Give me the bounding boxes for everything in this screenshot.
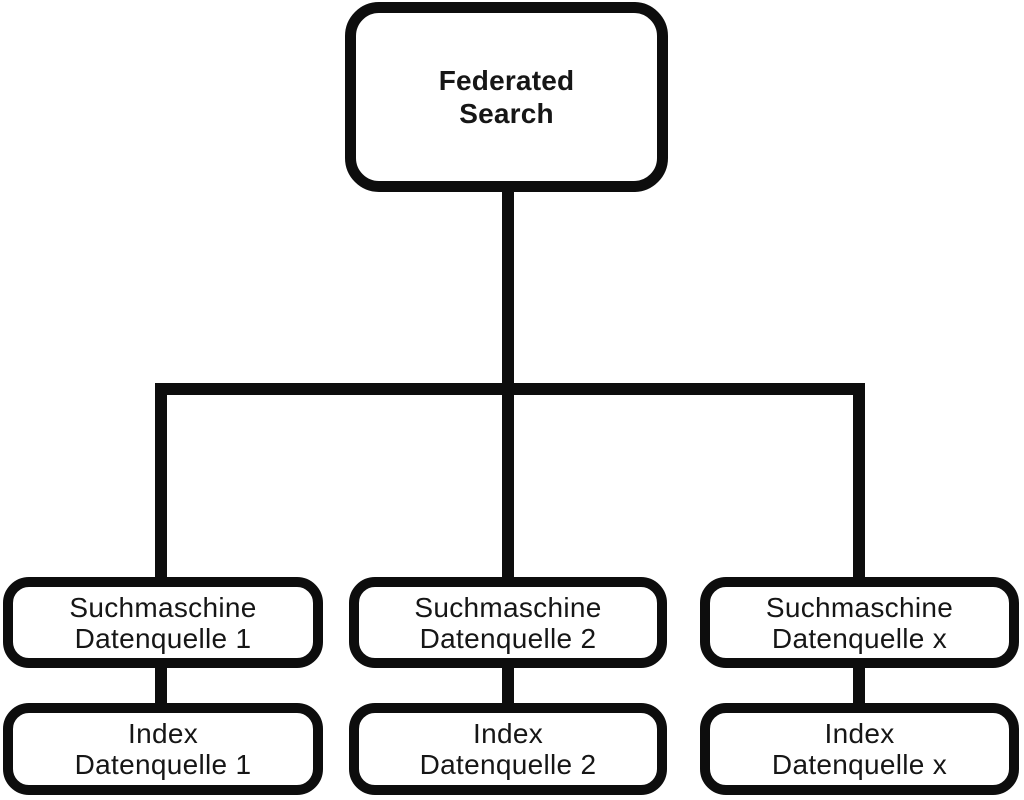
connector-drop-right	[853, 388, 865, 583]
connector-engine3-index3	[853, 660, 865, 710]
node-suchmaschine-datenquelle-2: Suchmaschine Datenquelle 2	[349, 577, 667, 668]
node-label-line: Suchmaschine	[414, 591, 602, 623]
node-index-datenquelle-1: Index Datenquelle 1	[3, 703, 323, 795]
node-label-line: Search	[459, 98, 554, 129]
connector-engine2-index2	[502, 660, 514, 710]
node-suchmaschine-datenquelle-1: Suchmaschine Datenquelle 1	[3, 577, 323, 668]
node-label-line: Federated	[438, 65, 575, 96]
node-label-line: Datenquelle 2	[419, 622, 597, 654]
node-label-line: Index	[128, 718, 198, 749]
node-label-line: Datenquelle 2	[419, 749, 597, 780]
node-index-datenquelle-2: Index Datenquelle 2	[349, 703, 667, 795]
node-label-line: Datenquelle x	[771, 749, 948, 780]
connector-engine1-index1	[155, 660, 167, 710]
node-label-line: Datenquelle 1	[74, 749, 252, 780]
node-label-line: Index	[473, 718, 543, 749]
node-label-line: Datenquelle x	[771, 622, 948, 654]
node-label-line: Suchmaschine	[765, 591, 954, 623]
node-index-datenquelle-x: Index Datenquelle x	[700, 703, 1019, 795]
connector-drop-middle	[502, 383, 514, 583]
connector-drop-left	[155, 383, 167, 583]
node-label-line: Datenquelle 1	[74, 622, 252, 654]
node-federated-search: Federated Search	[345, 2, 668, 192]
node-label-line: Suchmaschine	[69, 591, 257, 623]
node-label-line: Index	[824, 718, 895, 749]
node-suchmaschine-datenquelle-x: Suchmaschine Datenquelle x	[700, 577, 1019, 668]
